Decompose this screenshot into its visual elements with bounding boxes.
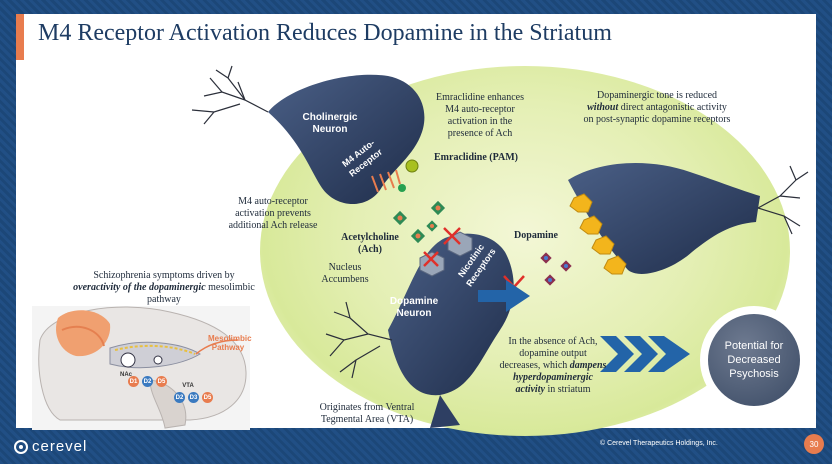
title-accent-bar (16, 14, 24, 60)
potential-circle: Potential for Decreased Psychosis (708, 314, 800, 406)
schizo-text-1: Schizophrenia symptoms driven by (93, 270, 235, 281)
chevron-arrows (600, 336, 690, 372)
nucleus-accumbens-label: Nucleus Accumbens (321, 262, 369, 285)
post-synaptic-neuron (568, 162, 760, 274)
schizo-emphasis: overactivity of the dopaminergic (73, 282, 206, 293)
vta-label: VTA (182, 383, 194, 389)
dopamine-molecules (540, 252, 572, 286)
nicotinic-receptor-hex-2 (419, 251, 445, 277)
emraclidine-green-dot (398, 184, 406, 192)
mesolimbic-pathway-label: Mesolimbic Pathway (208, 334, 252, 352)
dopaminergic-tone-note: Dopaminergic tone is reduced without dir… (582, 90, 732, 126)
dopaminergic-tone-text-1: Dopaminergic tone is reduced (596, 90, 718, 101)
cerevel-logo: cerevel (14, 438, 87, 455)
copyright-text: © Cerevel Therapeutics Holdings, Inc. (600, 440, 718, 447)
cholinergic-neuron-label: Cholinergic Neuron (302, 112, 358, 135)
acetylcholine-label: Acetylcholine (Ach) (341, 232, 399, 255)
dopamine-axon (430, 395, 460, 428)
dopaminergic-tone-emphasis: without (587, 102, 619, 113)
absence-text-1: In the absence of Ach, dopamine output d… (499, 336, 598, 371)
originates-note: Originates from Ventral Tegmental Area (… (319, 402, 415, 425)
brain-inset (32, 306, 250, 430)
dopamine-neuron (388, 233, 514, 396)
cholinergic-dendrites (191, 65, 269, 125)
dopamine-label: Dopamine (514, 230, 558, 241)
receptor-d5-bottom: D5 (202, 392, 213, 403)
nac-label: NAc (119, 372, 132, 378)
schizo-text-2: mesolimbic pathway (147, 282, 255, 305)
post-synaptic-dendrites (757, 165, 809, 235)
m4-prevents-note: M4 auto-receptor activation prevents add… (228, 196, 318, 231)
dopaminergic-tone-text-2: direct antagonistic activity on post-syn… (583, 102, 731, 125)
emraclidine-note: Emraclidine enhances M4 auto-receptor ac… (435, 92, 524, 139)
receptor-d5-top: D5 (156, 376, 167, 387)
emraclidine-molecule (405, 159, 419, 173)
page-number: 30 (804, 434, 824, 454)
receptor-d2-bottom: D2 (174, 392, 185, 403)
schizophrenia-note: Schizophrenia symptoms driven by overact… (70, 270, 258, 306)
cerevel-logo-text: cerevel (32, 438, 88, 455)
absence-emphasis: dampens hyperdopaminergic activity (513, 360, 607, 395)
absence-text-2: in striatum (544, 384, 591, 395)
receptor-d3-bottom: D3 (188, 392, 199, 403)
receptor-d1-top: D1 (128, 376, 139, 387)
emraclidine-label: Emraclidine (PAM) (434, 152, 518, 163)
dopamine-release-arrow (478, 280, 530, 312)
dopamine-dendrites (325, 301, 393, 379)
cerevel-logo-icon (14, 439, 28, 454)
receptor-d2-top: D2 (142, 376, 153, 387)
dopamine-neuron-label: Dopamine Neuron (389, 296, 439, 319)
dopamine-receptors (569, 193, 627, 275)
cholinergic-neuron (268, 74, 425, 205)
absence-note: In the absence of Ach, dopamine output d… (498, 336, 608, 396)
m4-receptor-marks (371, 169, 401, 193)
acetylcholine-molecules (392, 200, 446, 244)
page-title: M4 Receptor Activation Reduces Dopamine … (38, 20, 612, 46)
